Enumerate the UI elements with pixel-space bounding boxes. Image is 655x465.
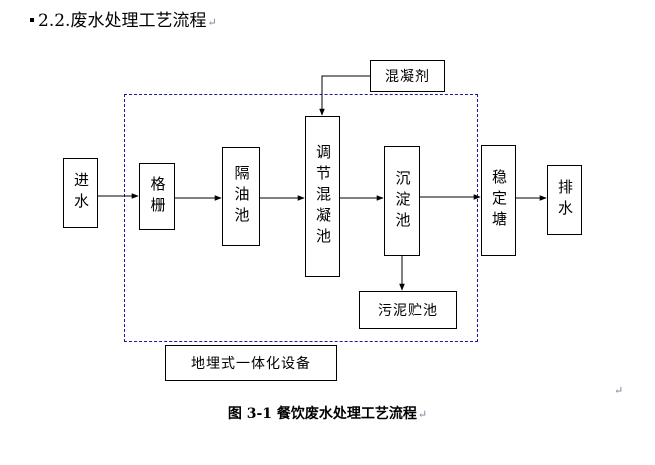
regulating-coagulation-box: 调节混凝池 — [305, 116, 340, 277]
arrow-coagulant-to-regulating — [319, 75, 370, 116]
section-title: 废水处理工艺流程 — [70, 11, 207, 31]
figure-caption-text: 图 3-1 餐饮废水处理工艺流程 — [227, 406, 417, 422]
regulating-coagulation-label: 调节混凝池 — [314, 144, 332, 249]
sedimentation-label: 沉淀池 — [393, 169, 412, 233]
sedimentation-box: 沉淀池 — [384, 146, 420, 256]
section-heading: 2.2.废水处理工艺流程↵ — [30, 10, 217, 34]
screen-label: 格栅 — [148, 175, 167, 218]
inlet-label: 进水 — [72, 172, 90, 214]
paragraph-mark-icon: ↵ — [614, 384, 624, 397]
coagulant-label: 混凝剂 — [385, 69, 430, 85]
discharge-label: 排水 — [556, 179, 574, 221]
bullet-icon — [30, 17, 34, 22]
coagulant-box: 混凝剂 — [370, 60, 445, 92]
screen-box: 格栅 — [139, 163, 175, 230]
paragraph-mark-icon: ↵ — [417, 408, 428, 421]
sludge-storage-box: 污泥贮池 — [359, 291, 457, 329]
stabilization-pond-label: 稳定塘 — [490, 169, 508, 232]
paragraph-mark-icon: ↵ — [207, 16, 217, 29]
equipment-label: 地埋式一体化设备 — [191, 356, 311, 372]
sludge-storage-label: 污泥贮池 — [378, 303, 438, 319]
section-number: 2.2. — [38, 11, 71, 31]
oil-trap-box: 隔油池 — [222, 147, 260, 246]
equipment-boundary — [124, 94, 478, 342]
inlet-box: 进水 — [63, 158, 98, 228]
stabilization-pond-box: 稳定塘 — [481, 145, 516, 256]
oil-trap-label: 隔油池 — [232, 165, 251, 228]
figure-caption: 图 3-1 餐饮废水处理工艺流程↵ — [0, 403, 655, 423]
equipment-label-box: 地埋式一体化设备 — [165, 345, 337, 381]
discharge-box: 排水 — [547, 165, 582, 235]
